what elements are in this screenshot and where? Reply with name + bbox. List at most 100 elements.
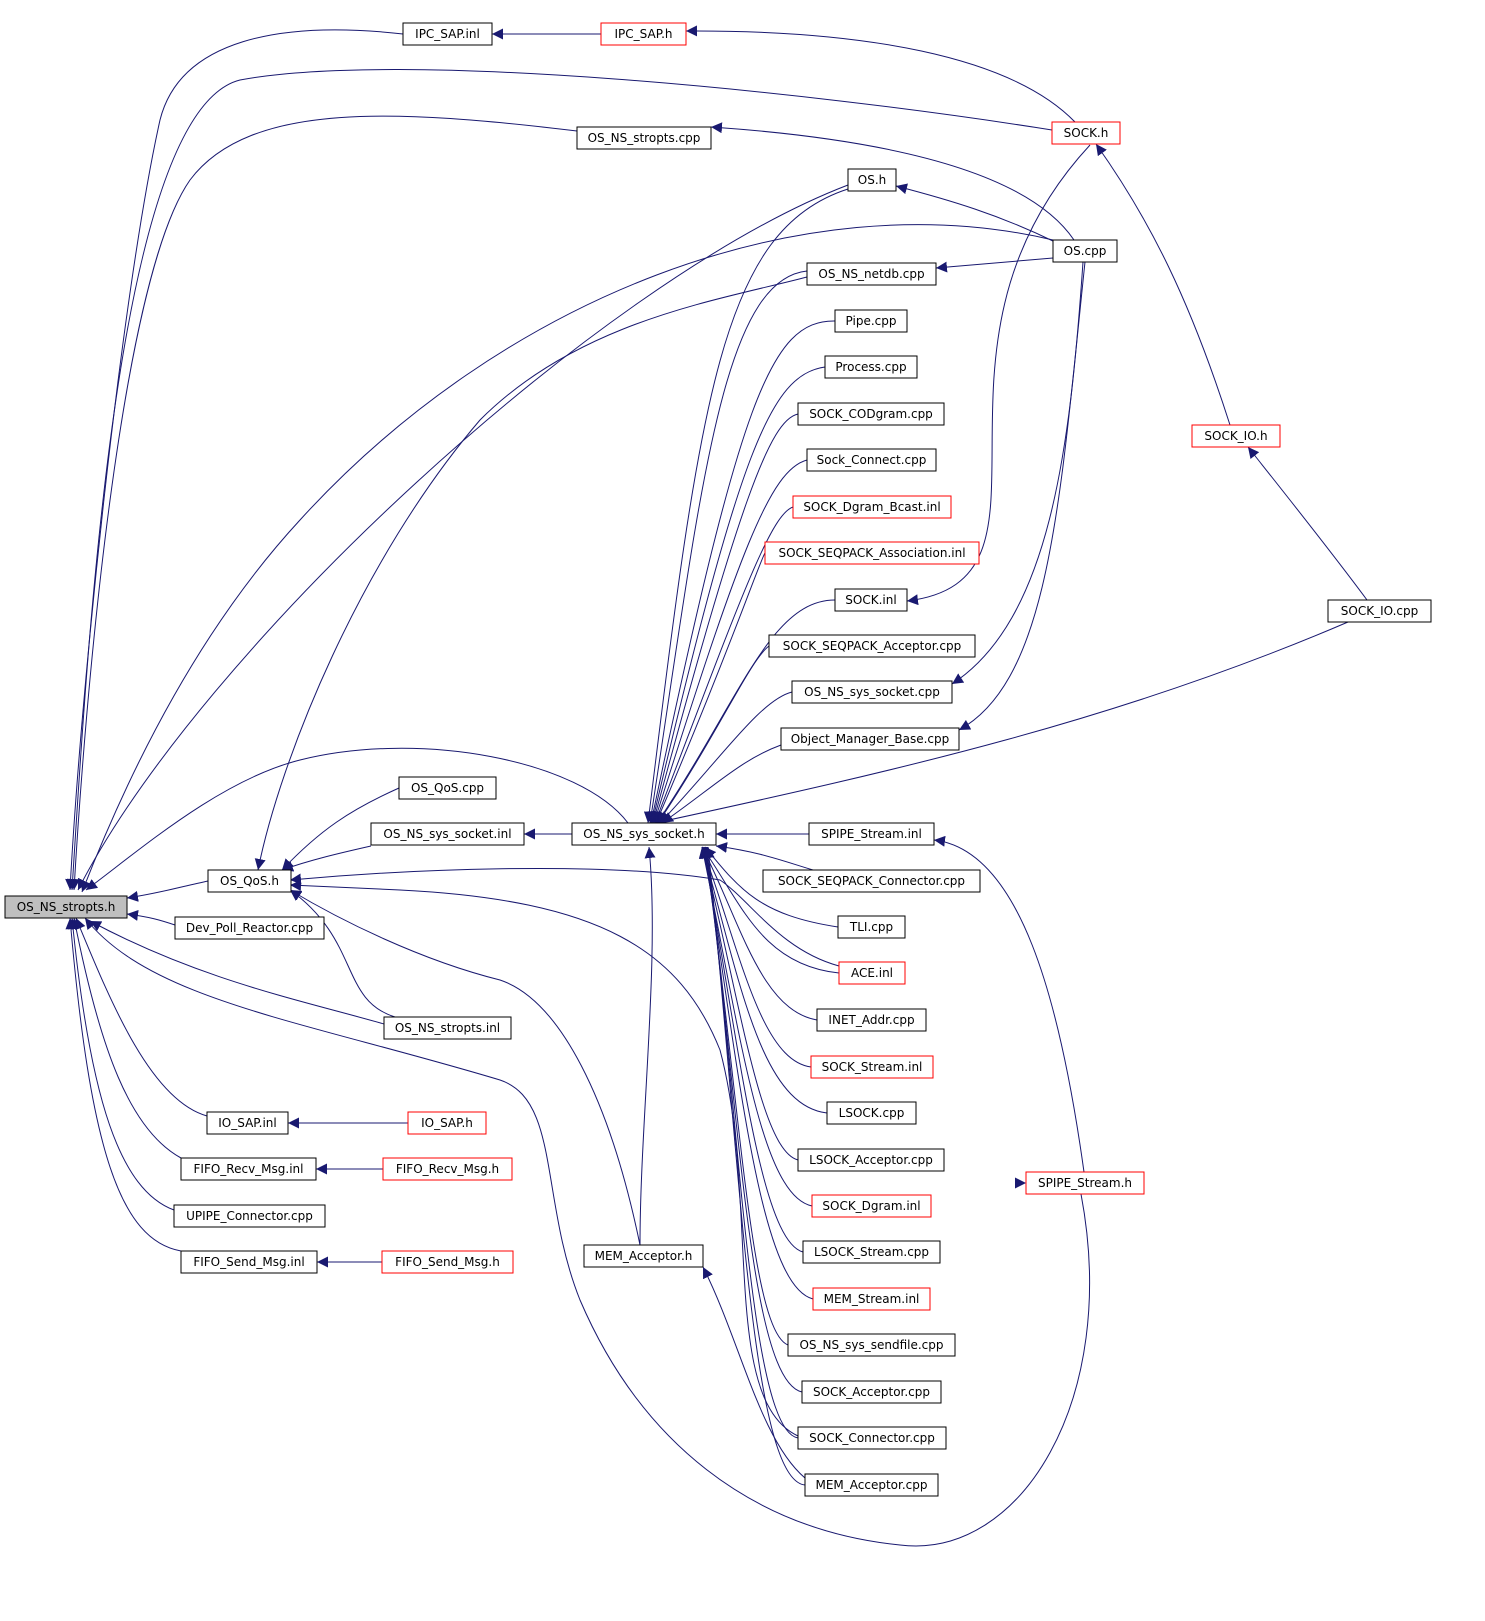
node-box[interactable] bbox=[764, 541, 980, 565]
node-box[interactable] bbox=[407, 1111, 487, 1135]
node-box[interactable] bbox=[583, 1244, 704, 1268]
graph-node[interactable]: OS_NS_netdb.cpp bbox=[806, 262, 937, 286]
node-box[interactable] bbox=[174, 916, 325, 940]
node-box[interactable] bbox=[1025, 1171, 1145, 1195]
node-box[interactable] bbox=[206, 1111, 289, 1135]
node-box[interactable] bbox=[382, 1157, 513, 1181]
graph-node[interactable]: SPIPE_Stream.inl bbox=[808, 822, 935, 846]
node-box[interactable] bbox=[806, 262, 937, 286]
graph-node[interactable]: MEM_Stream.inl bbox=[812, 1287, 931, 1311]
graph-node[interactable]: SOCK_IO.h bbox=[1191, 424, 1281, 448]
node-box[interactable] bbox=[811, 1194, 932, 1218]
node-box[interactable] bbox=[1051, 121, 1121, 145]
node-box[interactable] bbox=[173, 1204, 326, 1228]
node-box[interactable] bbox=[834, 588, 908, 612]
graph-node[interactable]: IPC_SAP.inl bbox=[402, 22, 493, 46]
node-box[interactable] bbox=[792, 495, 952, 519]
node-box[interactable] bbox=[797, 1148, 945, 1172]
node-box[interactable] bbox=[1327, 599, 1432, 623]
graph-node[interactable]: UPIPE_Connector.cpp bbox=[173, 1204, 326, 1228]
graph-node[interactable]: IPC_SAP.h bbox=[600, 22, 687, 46]
node-box[interactable] bbox=[4, 895, 128, 919]
node-box[interactable] bbox=[812, 1287, 931, 1311]
node-box[interactable] bbox=[1191, 424, 1281, 448]
node-box[interactable] bbox=[180, 1157, 317, 1181]
node-box[interactable] bbox=[180, 1250, 318, 1274]
graph-node[interactable]: SOCK_Dgram.inl bbox=[811, 1194, 932, 1218]
graph-node[interactable]: TLI.cpp bbox=[837, 915, 906, 939]
node-box[interactable] bbox=[787, 1333, 956, 1357]
node-box[interactable] bbox=[398, 776, 497, 800]
graph-node[interactable]: MEM_Acceptor.cpp bbox=[804, 1473, 939, 1497]
graph-node[interactable]: OS_NS_sys_socket.inl bbox=[370, 822, 525, 846]
node-box[interactable] bbox=[834, 309, 908, 333]
graph-node[interactable]: Pipe.cpp bbox=[834, 309, 908, 333]
graph-node[interactable]: IO_SAP.h bbox=[407, 1111, 487, 1135]
node-box[interactable] bbox=[802, 1240, 941, 1264]
graph-node[interactable]: Sock_Connect.cpp bbox=[806, 448, 937, 472]
graph-node[interactable]: OS.cpp bbox=[1052, 239, 1118, 263]
graph-node[interactable]: Dev_Poll_Reactor.cpp bbox=[174, 916, 325, 940]
node-box[interactable] bbox=[806, 448, 937, 472]
graph-node[interactable]: FIFO_Recv_Msg.inl bbox=[180, 1157, 317, 1181]
graph-node[interactable]: OS_QoS.h bbox=[207, 869, 292, 893]
graph-node[interactable]: SOCK.inl bbox=[834, 588, 908, 612]
graph-node[interactable]: SOCK_IO.cpp bbox=[1327, 599, 1432, 623]
node-box[interactable] bbox=[797, 402, 945, 426]
node-box[interactable] bbox=[1052, 239, 1118, 263]
graph-node[interactable]: OS_NS_sys_sendfile.cpp bbox=[787, 1333, 956, 1357]
node-box[interactable] bbox=[780, 727, 960, 751]
graph-node[interactable]: LSOCK.cpp bbox=[826, 1101, 917, 1125]
graph-node[interactable]: IO_SAP.inl bbox=[206, 1111, 289, 1135]
node-box[interactable] bbox=[816, 1008, 927, 1032]
graph-node[interactable]: OS_NS_stropts.h bbox=[4, 895, 128, 919]
graph-node[interactable]: FIFO_Send_Msg.inl bbox=[180, 1250, 318, 1274]
graph-node[interactable]: MEM_Acceptor.h bbox=[583, 1244, 704, 1268]
node-box[interactable] bbox=[762, 869, 981, 893]
node-box[interactable] bbox=[808, 822, 935, 846]
node-box[interactable] bbox=[402, 22, 493, 46]
node-box[interactable] bbox=[370, 822, 525, 846]
graph-node[interactable]: OS_NS_sys_socket.h bbox=[571, 822, 717, 846]
graph-node[interactable]: LSOCK_Acceptor.cpp bbox=[797, 1148, 945, 1172]
node-box[interactable] bbox=[576, 126, 712, 150]
node-box[interactable] bbox=[824, 355, 918, 379]
node-box[interactable] bbox=[768, 634, 976, 658]
graph-node[interactable]: FIFO_Send_Msg.h bbox=[381, 1250, 514, 1274]
node-box[interactable] bbox=[207, 869, 292, 893]
graph-node[interactable]: LSOCK_Stream.cpp bbox=[802, 1240, 941, 1264]
graph-node[interactable]: SPIPE_Stream.h bbox=[1025, 1171, 1145, 1195]
graph-node[interactable]: SOCK_Connector.cpp bbox=[797, 1426, 947, 1450]
node-box[interactable] bbox=[801, 1380, 942, 1404]
graph-node[interactable]: SOCK_Acceptor.cpp bbox=[801, 1380, 942, 1404]
node-box[interactable] bbox=[383, 1016, 512, 1040]
graph-node[interactable]: SOCK.h bbox=[1051, 121, 1121, 145]
graph-node[interactable]: SOCK_SEQPACK_Connector.cpp bbox=[762, 869, 981, 893]
graph-node[interactable]: Object_Manager_Base.cpp bbox=[780, 727, 960, 751]
graph-node[interactable]: SOCK_SEQPACK_Acceptor.cpp bbox=[768, 634, 976, 658]
graph-node[interactable]: OS_NS_sys_socket.cpp bbox=[791, 680, 953, 704]
node-box[interactable] bbox=[791, 680, 953, 704]
node-box[interactable] bbox=[600, 22, 687, 46]
node-box[interactable] bbox=[804, 1473, 939, 1497]
node-box[interactable] bbox=[381, 1250, 514, 1274]
graph-node[interactable]: OS_NS_stropts.cpp bbox=[576, 126, 712, 150]
graph-node[interactable]: OS_NS_stropts.inl bbox=[383, 1016, 512, 1040]
node-box[interactable] bbox=[847, 168, 897, 192]
graph-node[interactable]: OS.h bbox=[847, 168, 897, 192]
node-box[interactable] bbox=[571, 822, 717, 846]
graph-node[interactable]: SOCK_SEQPACK_Association.inl bbox=[764, 541, 980, 565]
graph-node[interactable]: SOCK_Dgram_Bcast.inl bbox=[792, 495, 952, 519]
graph-node[interactable]: SOCK_Stream.inl bbox=[810, 1055, 934, 1079]
node-box[interactable] bbox=[810, 1055, 934, 1079]
node-box[interactable] bbox=[837, 915, 906, 939]
graph-node[interactable]: FIFO_Recv_Msg.h bbox=[382, 1157, 513, 1181]
graph-node[interactable]: SOCK_CODgram.cpp bbox=[797, 402, 945, 426]
graph-node[interactable]: ACE.inl bbox=[838, 961, 906, 985]
graph-node[interactable]: INET_Addr.cpp bbox=[816, 1008, 927, 1032]
graph-node[interactable]: Process.cpp bbox=[824, 355, 918, 379]
node-box[interactable] bbox=[826, 1101, 917, 1125]
node-box[interactable] bbox=[797, 1426, 947, 1450]
graph-node[interactable]: OS_QoS.cpp bbox=[398, 776, 497, 800]
node-box[interactable] bbox=[838, 961, 906, 985]
